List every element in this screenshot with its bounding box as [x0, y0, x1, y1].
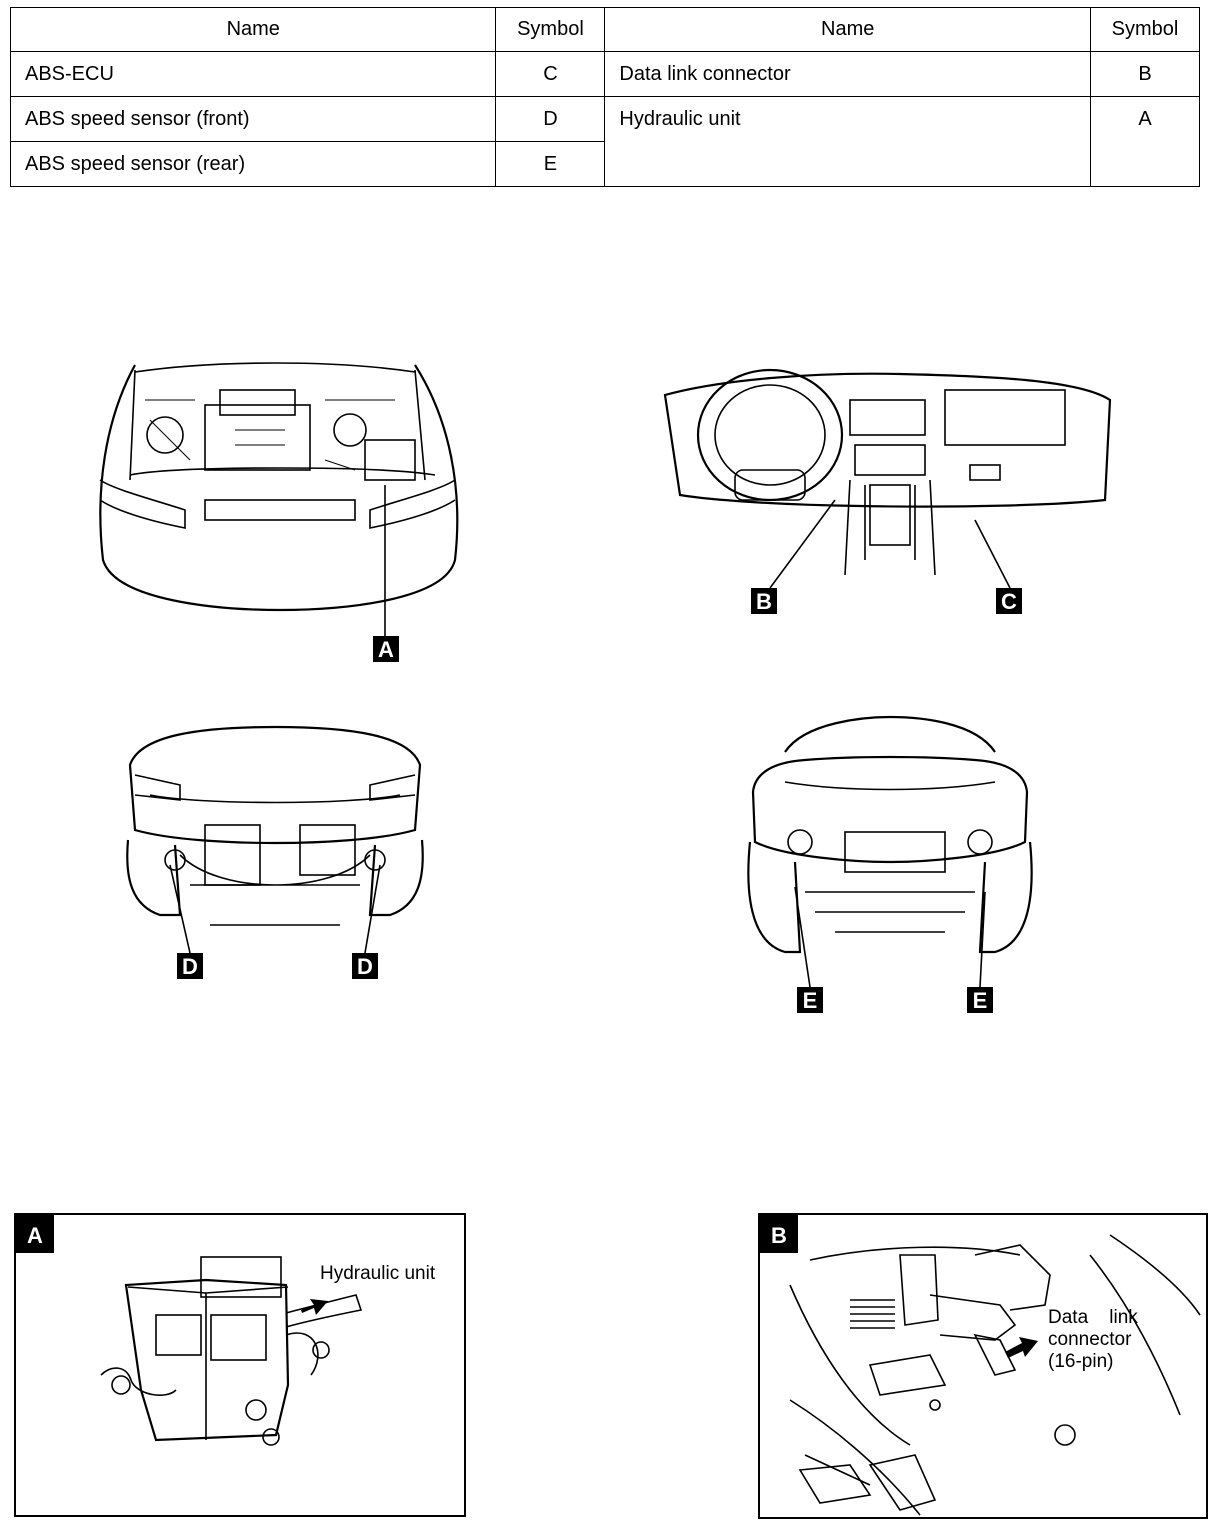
detail-a-panel: A Hydraulic unit: [14, 1213, 466, 1517]
label-c-box: [996, 588, 1022, 614]
front-underbody-illustration: D D: [126, 725, 424, 979]
header-name: Name: [9, 7, 497, 52]
table-row: ABS speed sensor (front) D Hydraulic uni…: [9, 96, 1200, 187]
detail-a-callout: Hydraulic unit: [320, 1263, 436, 1284]
label-d-right-box: [352, 953, 378, 979]
detail-b-tag: B: [771, 1223, 787, 1248]
label-a-box: [373, 636, 399, 662]
detail-a-tag-box: [16, 1215, 54, 1253]
header-symbol: Symbol: [495, 7, 606, 52]
label-e-right: E: [973, 988, 988, 1013]
part-symbol-2: B: [1090, 51, 1200, 97]
part-name-2: Data link connector: [604, 51, 1092, 97]
detail-b-callout-line2: connector: [1048, 1329, 1132, 1350]
rear-underbody-illustration: E E: [747, 715, 1033, 1013]
detail-b-callout-line1: Data link: [1048, 1307, 1138, 1328]
label-e-right-box: [967, 987, 993, 1013]
table-row: ABS-ECU C Data link connector B: [9, 51, 1200, 97]
callout-arrow-icon: [301, 1299, 328, 1315]
engine-bay-illustration: A: [99, 362, 459, 662]
label-d-right: D: [357, 954, 373, 979]
header-name-2: Name: [604, 7, 1092, 52]
detail-b-panel: B Data link connector (16-pin): [758, 1213, 1208, 1519]
hydraulic-unit-illustration: A Hydraulic unit: [16, 1215, 436, 1446]
part-symbol: D: [495, 96, 606, 142]
label-c: C: [1001, 589, 1017, 614]
label-d-left: D: [182, 954, 198, 979]
detail-b-callout-line3: (16-pin): [1048, 1351, 1113, 1372]
parts-table: Name Symbol Name Symbol ABS-ECU C Data l…: [9, 7, 1200, 187]
label-e-left-box: [797, 987, 823, 1013]
data-link-connector-illustration: B Data link connector (16-pin): [760, 1215, 1201, 1516]
header-symbol-2: Symbol: [1090, 7, 1200, 52]
part-symbol-2: A: [1090, 96, 1200, 187]
part-name: ABS-ECU: [9, 51, 497, 97]
label-d-left-box: [177, 953, 203, 979]
table-row: ABS speed sensor (rear) E: [9, 141, 1200, 187]
part-symbol: E: [495, 141, 606, 187]
part-name: ABS speed sensor (rear): [9, 141, 497, 187]
label-a: A: [378, 637, 394, 662]
part-name-2: Hydraulic unit: [604, 96, 1092, 187]
detail-b-tag-box: [760, 1215, 798, 1253]
table-header-row: Name Symbol Name Symbol: [9, 7, 1200, 52]
part-name: ABS speed sensor (front): [9, 96, 497, 142]
label-b: B: [756, 589, 772, 614]
connector-arrow-icon: [1005, 1337, 1038, 1358]
part-symbol: C: [495, 51, 606, 97]
detail-a-tag: A: [27, 1223, 43, 1248]
label-e-left: E: [803, 988, 818, 1013]
dashboard-illustration: B C: [663, 368, 1112, 614]
label-b-box: [751, 588, 777, 614]
